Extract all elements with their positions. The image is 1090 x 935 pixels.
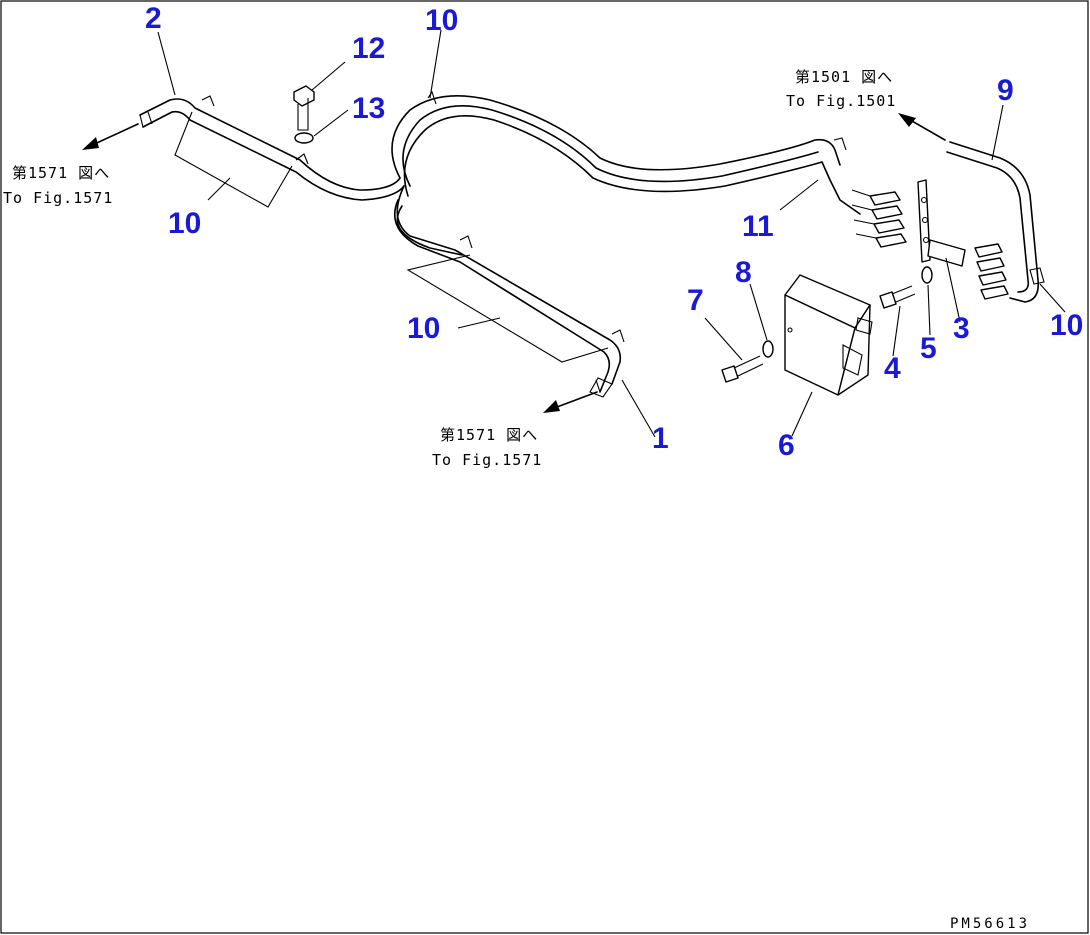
note-right-jp: 第1501 図へ — [795, 68, 893, 86]
washer-8 — [762, 340, 774, 358]
note-left-en: To Fig.1571 — [3, 189, 113, 207]
callout-10-mid: 10 — [407, 312, 440, 345]
arrow-left — [82, 123, 139, 150]
callout-10-right: 10 — [1050, 309, 1083, 342]
washer-5 — [921, 266, 933, 284]
callout-1: 1 — [652, 422, 669, 455]
connector-block-right — [974, 243, 1009, 300]
callout-10-top: 10 — [425, 4, 458, 37]
callout-3: 3 — [953, 312, 970, 345]
bolt-12 — [293, 85, 315, 131]
callout-5: 5 — [920, 332, 937, 365]
callout-9: 9 — [997, 74, 1014, 107]
bolt-4 — [879, 285, 916, 309]
junction-box-6 — [784, 274, 873, 396]
arrow-right — [898, 113, 946, 141]
note-left-jp: 第1571 図へ — [12, 164, 110, 182]
callout-2: 2 — [145, 2, 162, 35]
callout-12: 12 — [352, 32, 385, 65]
callout-6: 6 — [778, 429, 795, 462]
callout-4: 4 — [884, 352, 901, 385]
bolt-7 — [721, 355, 764, 383]
callout-10-left: 10 — [168, 207, 201, 240]
callout-13: 13 — [352, 92, 385, 125]
washer-13 — [294, 132, 314, 144]
callout-7: 7 — [687, 284, 704, 317]
drawing-code: PM56613 — [950, 916, 1030, 932]
connector-block-11 — [851, 189, 907, 248]
arrow-bottom — [543, 391, 598, 413]
leader-lines — [157, 29, 1066, 438]
note-bottom-jp: 第1571 図へ — [440, 426, 538, 444]
bracket-3 — [917, 179, 966, 267]
callout-11: 11 — [742, 210, 774, 243]
note-right-en: To Fig.1501 — [786, 92, 896, 110]
note-bottom-en: To Fig.1571 — [432, 451, 542, 469]
hose-assembly — [139, 90, 1045, 398]
callout-8: 8 — [735, 256, 752, 289]
